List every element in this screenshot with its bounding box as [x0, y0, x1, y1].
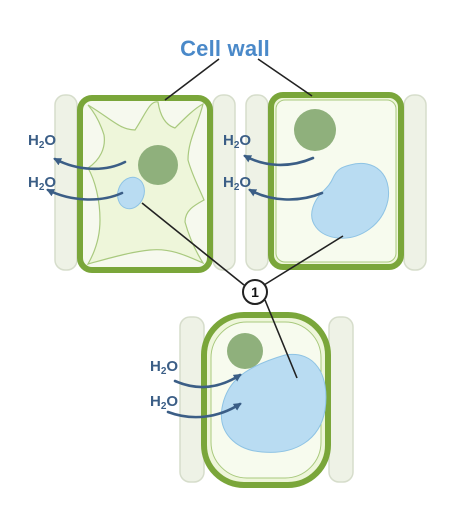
cell-wall-title: Cell wall — [180, 36, 270, 61]
nucleus-left — [138, 145, 178, 185]
vacuole-pointers — [141, 202, 344, 379]
h2o-label-left-top: H2O — [28, 132, 57, 151]
shrunken-cytoplasm — [86, 101, 205, 265]
cell-wall-pointers — [164, 58, 313, 101]
h2o-label-bottom-top: H2O — [150, 358, 179, 377]
neighbor-cells — [54, 94, 427, 483]
plasmolyzed-cell — [77, 95, 213, 273]
vacuole-bottom — [220, 353, 327, 453]
h2o-label-left-bottom: H2O — [28, 174, 57, 193]
h2o-label-bottom-bottom: H2O — [150, 393, 179, 412]
nucleus-bottom — [227, 333, 263, 369]
h2o-label-right-top: H2O — [223, 132, 252, 151]
normal-cell — [268, 92, 404, 270]
vacuole-callout-marker: 1 — [242, 279, 268, 305]
h2o-label-right-bottom: H2O — [223, 174, 252, 193]
nucleus-right — [294, 109, 336, 151]
turgid-cell — [201, 312, 331, 488]
vacuole-right — [311, 163, 390, 239]
vacuole-left — [117, 176, 145, 210]
water-arrows — [46, 154, 324, 419]
